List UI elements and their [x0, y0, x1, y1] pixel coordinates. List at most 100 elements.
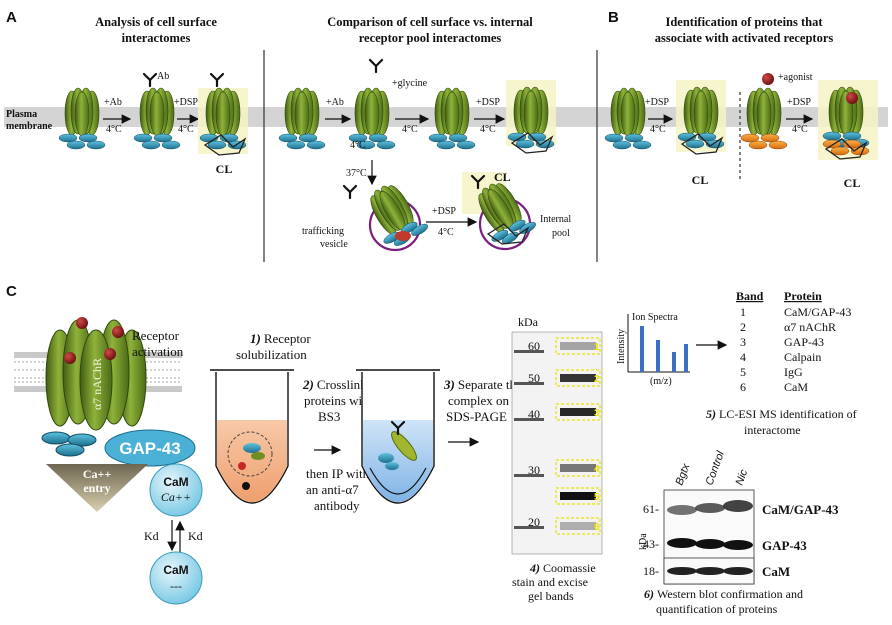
step4-line3: gel bands: [528, 589, 574, 603]
gel-band-1: [560, 342, 596, 350]
panel-a-title-line2: interactomes: [122, 31, 191, 45]
receptor-a2-3: [428, 87, 476, 150]
step3-line2: complex on: [448, 393, 510, 408]
step2-num: 2): [302, 377, 314, 392]
gel-band-label-3: 3: [594, 408, 600, 419]
step2-line2: proteins with: [304, 393, 373, 408]
step-b-temp1: 4°C: [650, 124, 666, 135]
panel-b-title-line2: associate with activated receptors: [655, 31, 834, 45]
ion-spectra-chart: [627, 314, 690, 373]
trafficking-label-line1: trafficking: [302, 226, 344, 237]
wb-marker-18: 18-: [643, 564, 659, 578]
step6-line1: 6)Western blot confirmation and: [644, 587, 803, 601]
tube2-blob-2: [385, 462, 399, 470]
step5-num: 5): [706, 407, 716, 421]
receptor-a1: [58, 87, 106, 150]
table-header-band: Band: [736, 289, 764, 303]
panel-a2-title-line2: receptor pool interactomes: [359, 31, 502, 45]
step1-text1: Receptor: [264, 331, 312, 346]
step-a-ab: +Ab: [104, 97, 122, 108]
panel-b-title-line1: Identification of proteins that: [665, 15, 823, 29]
agonist-c1: [76, 317, 88, 329]
table-protein-6: CaM: [784, 380, 808, 394]
agonist-label: +agonist: [778, 72, 813, 83]
tube2-liquid: [363, 420, 433, 502]
nachr-label: α7 nAChR: [90, 358, 104, 410]
step2-line1: 2)Crosslink: [302, 377, 367, 392]
panel-a-title-line1: Analysis of cell surface: [95, 15, 217, 29]
intracellular-blob-2: [67, 433, 97, 447]
kd-right: Kd: [188, 529, 203, 543]
step1-line1: 1)Receptor: [250, 331, 311, 346]
gel-band-box-5: [555, 487, 601, 505]
step-a2-temp0: 4°C: [350, 140, 366, 151]
internal-label-line2: pool: [552, 228, 570, 239]
gel-marker-40: 40: [528, 407, 540, 421]
panel-letter-a: A: [6, 9, 17, 26]
agonist-bound: [846, 92, 858, 104]
step3-text1: Separate the: [458, 377, 522, 392]
ion-peak-2: [656, 340, 660, 372]
step6-num: 6): [644, 587, 654, 601]
wb-lane-bgtx: Bgtx: [674, 462, 693, 487]
step-a2-temp1: 4°C: [402, 124, 418, 135]
gel-marker-50: 50: [528, 371, 540, 385]
ion-peak-4: [684, 344, 688, 372]
antibody-label: Ab: [157, 71, 169, 82]
gel-band-box-4: [555, 459, 601, 477]
tube1-liquid: [217, 420, 287, 502]
panel-letter-c: C: [6, 283, 17, 300]
wb-label-cam-gap43: CaM/GAP-43: [762, 502, 839, 517]
ca-entry-arrow: [46, 464, 148, 512]
gel-ladder-band: [514, 382, 544, 385]
cl-label-a2: CL: [494, 170, 511, 184]
gel-band-label-2: 2: [594, 374, 600, 385]
step-b-dsp1: +DSP: [645, 97, 669, 108]
ion-x-label: (m/z): [650, 376, 672, 387]
gel-ladder-band: [514, 474, 544, 477]
agonist-c4: [64, 352, 76, 364]
cl-label-a: CL: [216, 162, 233, 176]
table-protein-3: GAP-43: [784, 335, 824, 349]
receptor-b3: [740, 87, 788, 150]
gel-band-box-1: [555, 337, 601, 355]
gel-band-5: [560, 492, 596, 500]
gel-band-label-1: 1: [594, 342, 600, 353]
step-a-temp1: 4°C: [106, 124, 122, 135]
intracellular-blob-1: [41, 431, 71, 445]
step4-line1: 4)Coomassie: [529, 561, 596, 575]
ion-peak-3: [672, 352, 676, 372]
trafficking-label-line2: vesicle: [320, 239, 348, 250]
gel-band-label-4: 4: [594, 464, 600, 475]
step-a2-ab: +Ab: [326, 97, 344, 108]
table-header-protein: Protein: [784, 289, 822, 303]
step-a-dsp: +DSP: [174, 97, 198, 108]
gel-band-box-2: [555, 369, 601, 387]
gel-band-2: [560, 374, 596, 382]
vesicle-protein-red: [395, 231, 411, 241]
gap43-label: GAP-43: [119, 439, 180, 458]
wb-marker-43: 43-: [643, 537, 659, 551]
step-b-dsp2: +DSP: [787, 97, 811, 108]
step2-text1: Crosslink: [317, 377, 367, 392]
tube2-beads-curve: [369, 467, 427, 495]
step-a2-dsp2: +DSP: [432, 206, 456, 217]
cam-label-2: CaM: [163, 563, 188, 577]
step1-line2: solubilization: [236, 347, 307, 362]
receptor-a2: [133, 72, 181, 150]
table-band-5: 5: [740, 365, 746, 379]
ca-entry-line1: Ca++: [83, 467, 112, 481]
wb-bands: [667, 500, 753, 575]
wb-label-gap43: GAP-43: [762, 538, 807, 553]
membrane-label-line1: Plasma: [6, 109, 37, 120]
table-protein-1: CaM/GAP-43: [784, 305, 851, 319]
gel-band-label-6: 6: [594, 522, 600, 533]
step4-num: 4): [529, 561, 540, 575]
kd-left: Kd: [144, 529, 159, 543]
cam-free: [149, 551, 203, 605]
step3-num: 3): [443, 377, 455, 392]
cam-empty-label: ---: [170, 579, 182, 593]
